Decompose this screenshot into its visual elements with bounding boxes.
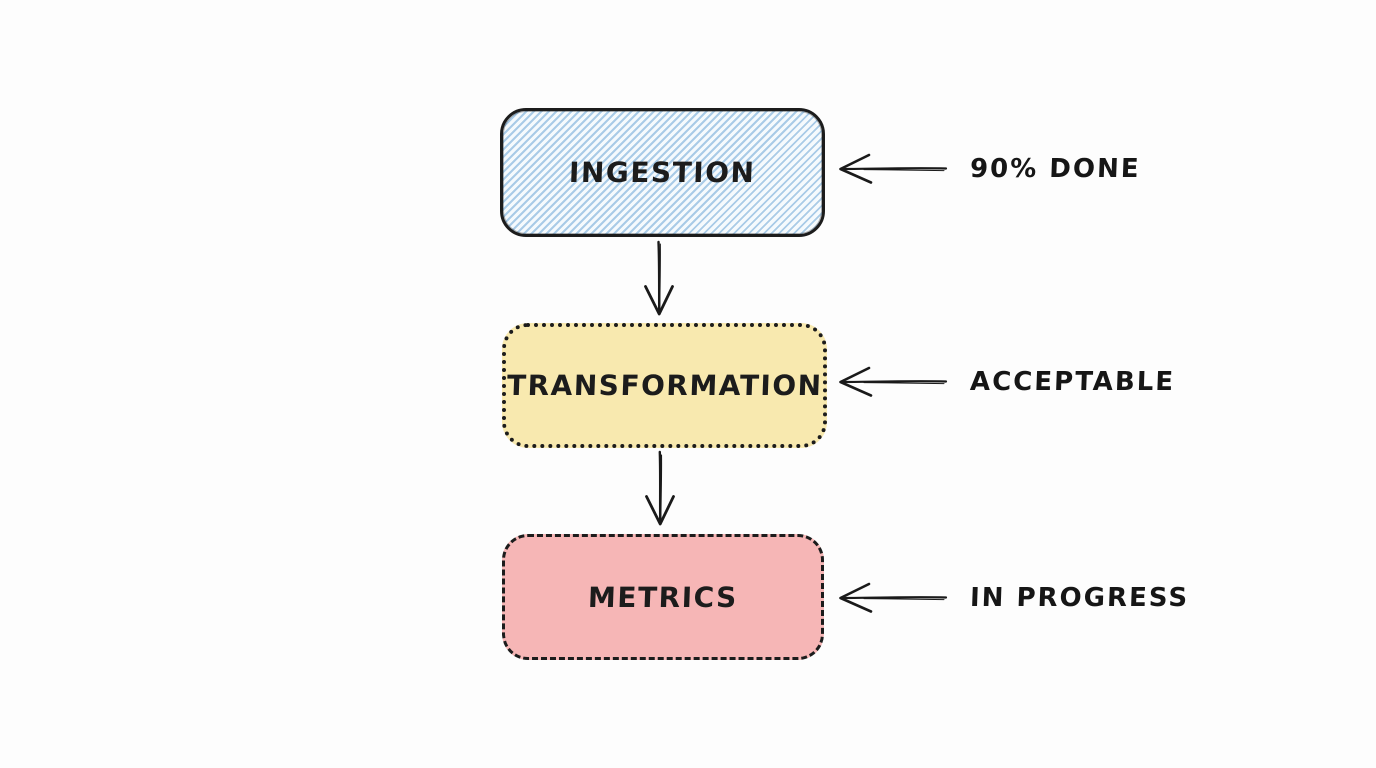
down-arrow-icon: [645, 450, 675, 526]
node-ingestion-label: INGESTION: [568, 156, 757, 189]
annotation-ingestion: 90% DONE: [836, 150, 1141, 188]
node-transformation: TRANSFORMATION: [502, 323, 827, 448]
left-arrow-icon: [839, 366, 948, 397]
annotation-metrics: IN PROGRESS: [836, 579, 1190, 617]
left-arrow-icon: [839, 153, 948, 184]
node-metrics-label: METRICS: [587, 580, 739, 614]
down-arrow-icon: [644, 240, 674, 316]
left-arrow-icon: [839, 582, 948, 613]
node-metrics: METRICS: [502, 534, 824, 660]
annotation-transformation-label: ACCEPTABLE: [969, 367, 1176, 397]
node-transformation-label: TRANSFORMATION: [506, 369, 823, 402]
annotation-transformation: ACCEPTABLE: [836, 363, 1176, 401]
annotation-ingestion-label: 90% DONE: [969, 154, 1142, 184]
node-ingestion: INGESTION: [500, 108, 825, 237]
annotation-metrics-label: IN PROGRESS: [969, 583, 1190, 613]
